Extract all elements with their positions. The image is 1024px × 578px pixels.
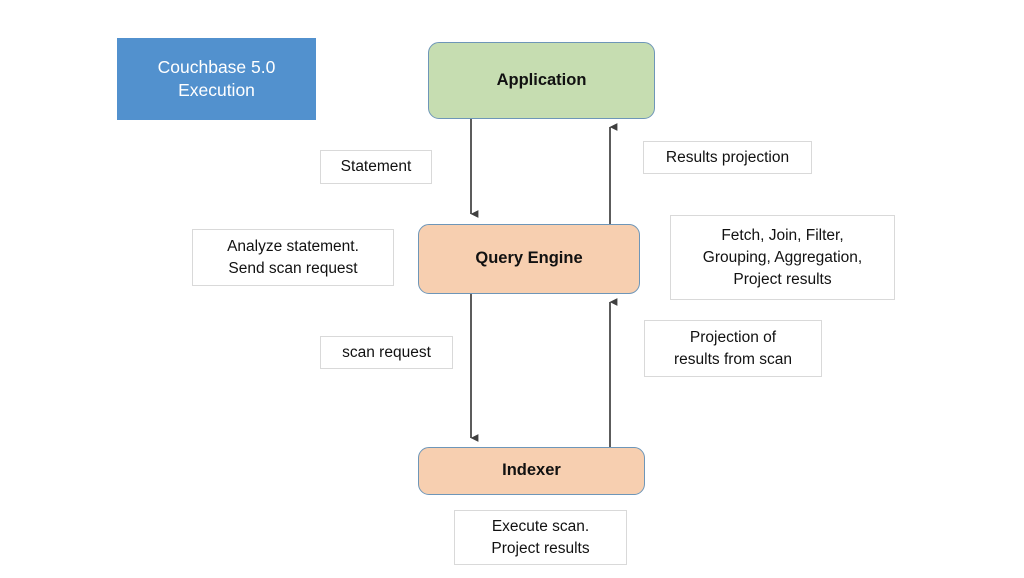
legend-title-box: Couchbase 5.0 Execution — [117, 38, 316, 120]
node-indexer[interactable]: Indexer — [418, 447, 645, 495]
label-statement: Statement — [320, 150, 432, 184]
node-query-engine[interactable]: Query Engine — [418, 224, 640, 294]
label-scan-request: scan request — [320, 336, 453, 369]
label-projection-of-results: Projection of results from scan — [644, 320, 822, 377]
label-results-projection: Results projection — [643, 141, 812, 174]
node-application[interactable]: Application — [428, 42, 655, 119]
label-analyze-statement: Analyze statement. Send scan request — [192, 229, 394, 286]
label-execute-scan: Execute scan. Project results — [454, 510, 627, 565]
label-query-operations: Fetch, Join, Filter, Grouping, Aggregati… — [670, 215, 895, 300]
